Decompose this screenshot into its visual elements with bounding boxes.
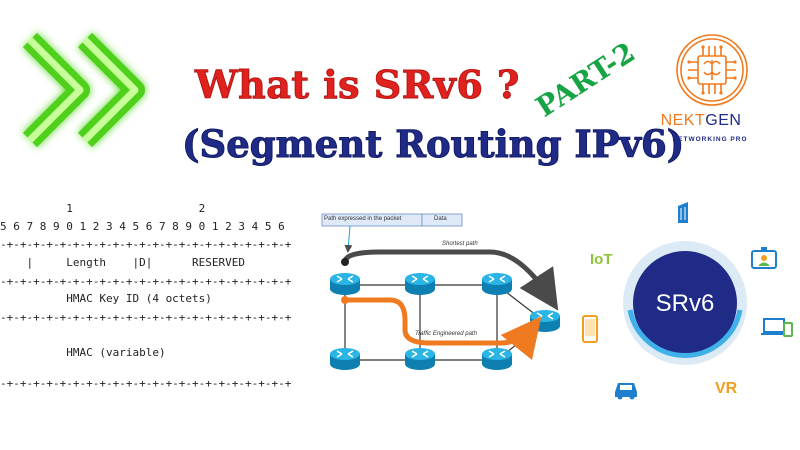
brand-name-part1: NEKT (660, 112, 706, 129)
header-line: | Length |D| RESERVED (0, 256, 246, 269)
header-line: -+-+-+-+-+-+-+-+-+-+-+-+-+-+-+-+-+-+-+-+… (0, 377, 292, 390)
te-path-label: Traffic Engineered path (415, 331, 477, 337)
building-icon (678, 202, 688, 223)
srv6-circle-graphic (623, 241, 747, 365)
network-diagram: Path expressed in the packet Data Shorte… (320, 210, 570, 390)
packet-path-label: Path expressed in the packet (324, 216, 402, 222)
router-icon (329, 347, 361, 371)
router-icon (529, 309, 561, 333)
header-line: 5 6 7 8 9 0 1 2 3 4 5 6 7 8 9 0 1 2 3 4 … (0, 220, 285, 233)
router-icon (481, 272, 513, 296)
car-icon (615, 383, 637, 400)
header-line: HMAC Key ID (4 octets) (0, 292, 212, 305)
brand-name-part2: GEN (705, 112, 742, 129)
router-icon (404, 272, 436, 296)
shortest-path-arrow (342, 249, 559, 311)
smartphone-icon (582, 315, 598, 343)
chip-brain-logo-icon (676, 34, 748, 106)
header-line: -+-+-+-+-+-+-+-+-+-+-+-+-+-+-+-+-+-+-+-+… (0, 275, 292, 288)
network-diagram-svg (321, 213, 561, 371)
vr-label: VR (715, 380, 738, 397)
neon-chevron-arrows-icon (22, 32, 145, 148)
header-line: -+-+-+-+-+-+-+-+-+-+-+-+-+-+-+-+-+-+-+-+… (0, 238, 292, 251)
srv6-center-label: SRv6 (655, 290, 715, 317)
header-line: -+-+-+-+-+-+-+-+-+-+-+-+-+-+-+-+-+-+-+-+… (0, 311, 292, 324)
shortest-path-label: Shortest path (442, 241, 478, 247)
part-badge: PART-2 (530, 35, 641, 124)
header-line: HMAC (variable) (0, 346, 166, 359)
brand-name: NEKTGEN (646, 112, 756, 130)
page-subtitle: (Segment Routing IPv6) (181, 122, 685, 167)
brand-tagline: NETWORKING PRO (672, 136, 748, 143)
router-icon (404, 347, 436, 371)
header-line: 1 2 (0, 202, 206, 215)
iot-label: IoT (590, 251, 613, 268)
router-icon (481, 347, 513, 371)
packet-data-box (421, 213, 463, 227)
laptop-phone-icon (761, 318, 793, 337)
hmac-tlv-header: 1 2 5 6 7 8 9 0 1 2 3 4 5 6 7 8 9 0 1 2 … (0, 200, 320, 400)
router-icon (329, 272, 361, 296)
page-title: What is SRv6 ? (195, 62, 520, 108)
packet-data-label: Data (434, 216, 447, 222)
traffic-engineered-path-arrow (345, 297, 542, 361)
id-card-icon (751, 247, 777, 269)
